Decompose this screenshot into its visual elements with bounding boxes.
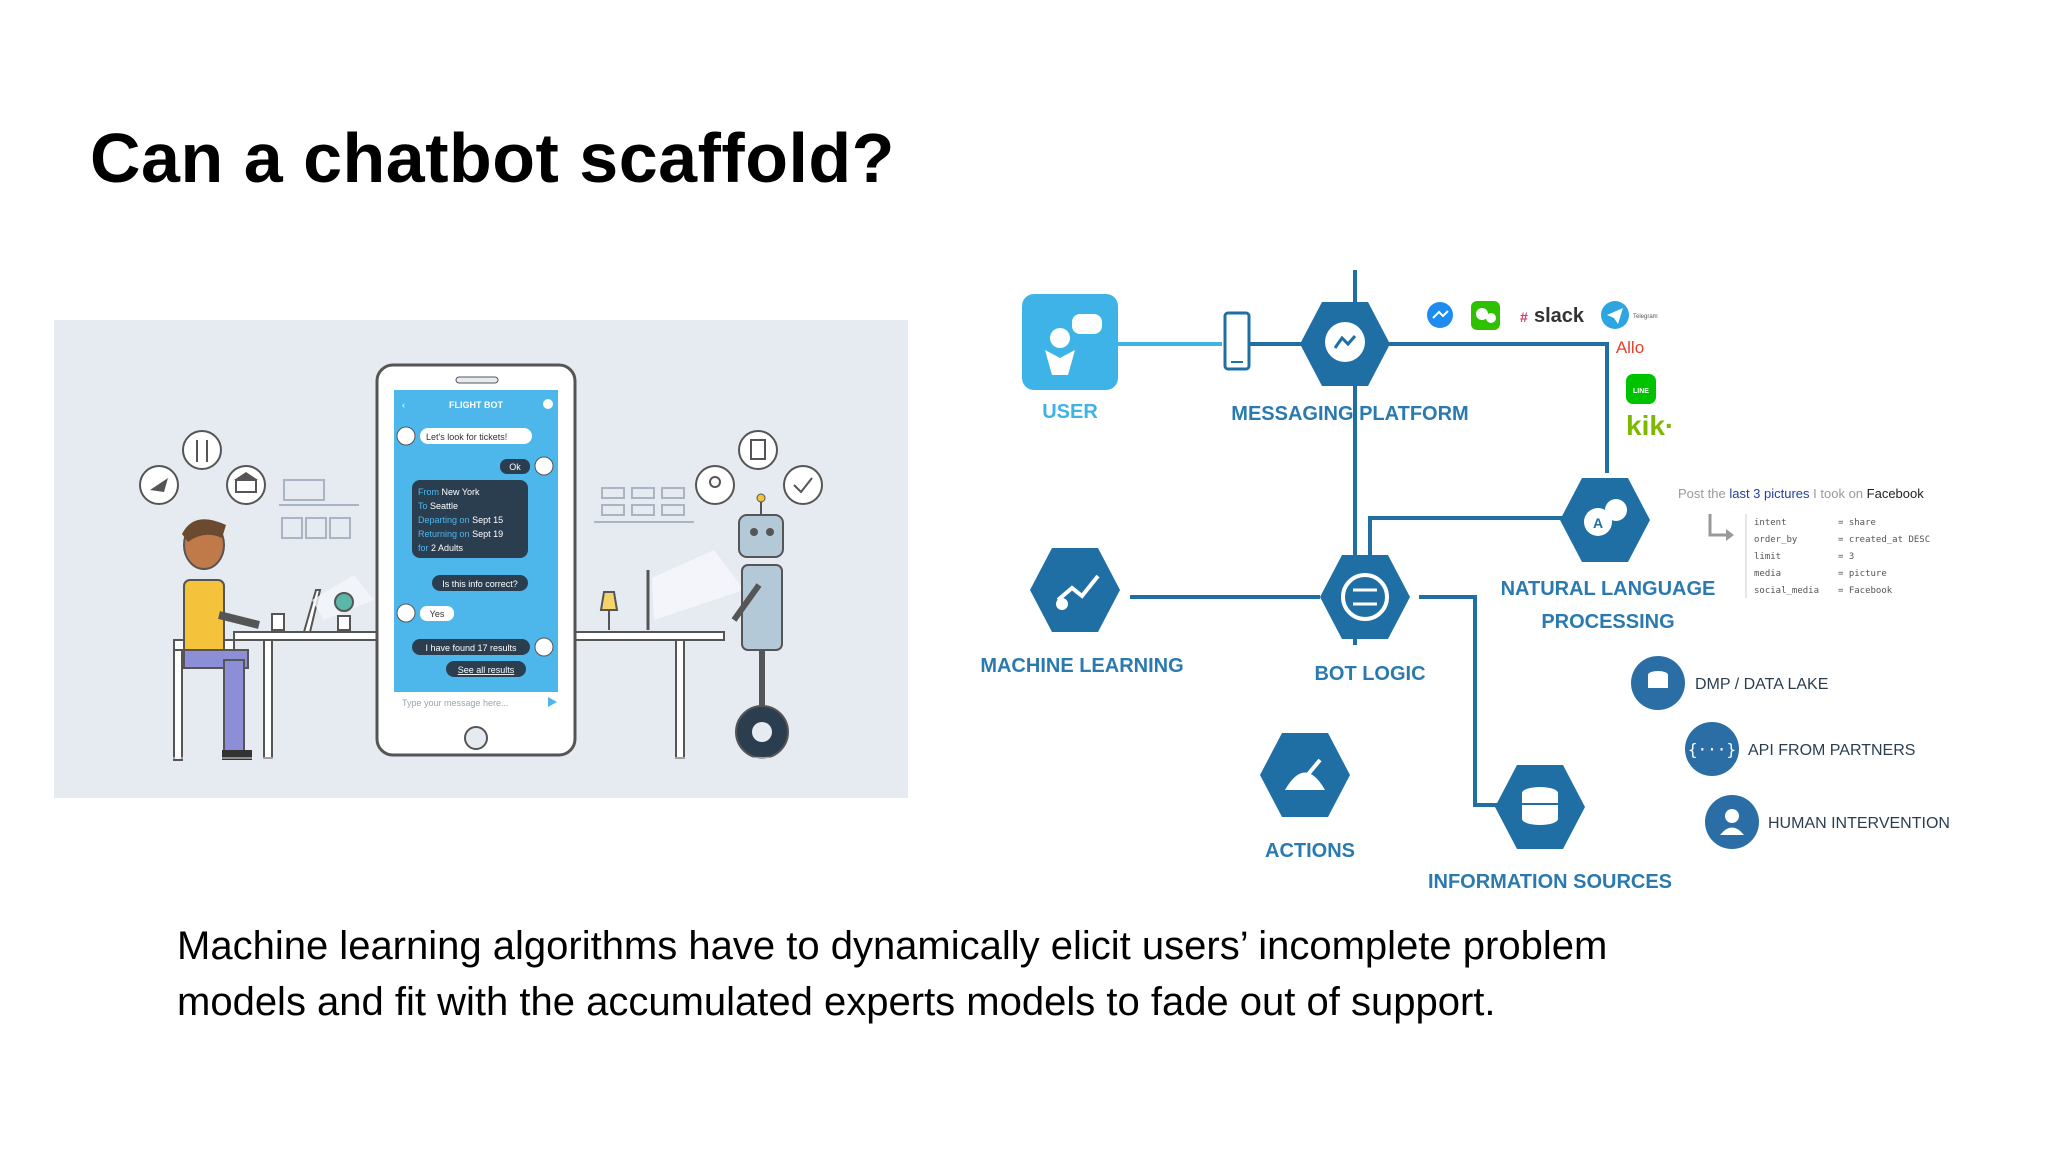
svg-text:Post the last 3 pictur: Post the last 3 pictures I took on Faceb… (1678, 486, 1924, 501)
chatbot-illustration: FLIGHT BOT ‹ Let's look for tickets! Ok … (54, 320, 908, 798)
human-label: HUMAN INTERVENTION (1768, 815, 1950, 832)
confirmation-question: Is this info correct? (442, 579, 518, 589)
slide-title: Can a chatbot scaffold? (90, 119, 895, 197)
nlp-example: Post the last 3 pictures I took on Faceb… (1678, 486, 1930, 598)
svg-text:From New York: From New York (418, 487, 480, 497)
svg-text:Returning on Sept 19: Returning on Sept 19 (418, 529, 503, 539)
nlp-label-line1: NATURAL LANGUAGE (1501, 578, 1716, 600)
nlp-key-3: media (1754, 569, 1781, 579)
svg-text:Departing on Sept 15: Departing on Sept 15 (418, 515, 503, 525)
nlp-value-2: = 3 (1838, 552, 1854, 562)
line-label: LINE (1633, 388, 1649, 395)
restaurant-bubble-icon (182, 430, 222, 470)
line-icon (1626, 374, 1656, 404)
see-all-results-link[interactable]: See all results (458, 665, 515, 675)
bot-logic-label: BOT LOGIC (1314, 663, 1425, 685)
user-node: USER (1022, 294, 1118, 423)
user-message-1: Ok (509, 462, 521, 472)
messaging-platform-label: MESSAGING PLATFORM (1231, 403, 1468, 425)
mobile-phone-icon (1223, 311, 1251, 371)
bot-logic-node: BOT LOGIC (1314, 555, 1426, 685)
message-input[interactable]: Type your message here... (402, 698, 509, 708)
lamp-icon (599, 591, 619, 630)
person-figure (173, 519, 260, 761)
nlp-node: A NATURAL LANGUAGE PROCESSING (1501, 478, 1716, 633)
nlp-key-0: intent (1754, 518, 1787, 528)
bot-message-1: Let's look for tickets! (426, 432, 507, 442)
left-desk (233, 631, 380, 759)
settings-gear-icon[interactable] (543, 399, 553, 409)
dmp-source: DMP / DATA LAKE (1631, 656, 1828, 710)
location-bubble-icon (695, 465, 735, 505)
allo-label: Allo (1616, 338, 1644, 357)
messaging-platform-node: MESSAGING PLATFORM (1231, 302, 1469, 425)
information-sources-label: INFORMATION SOURCES (1428, 871, 1672, 893)
see-all-results-button[interactable] (446, 661, 526, 677)
plant-icon (334, 592, 354, 631)
api-braces-icon: {···} (1688, 740, 1736, 759)
svg-text:for 2 Adults: for 2 Adults (418, 543, 464, 553)
machine-learning-node: MACHINE LEARNING (980, 548, 1184, 677)
approve-bubble-icon (783, 465, 823, 505)
api-label: API FROM PARTNERS (1748, 742, 1915, 759)
back-icon[interactable]: ‹ (402, 400, 405, 410)
shelf-decor-left (279, 479, 359, 539)
phone-mockup: FLIGHT BOT ‹ Let's look for tickets! Ok … (375, 363, 577, 757)
nlp-value-3: = picture (1838, 569, 1887, 579)
result-message: I have found 17 results (425, 643, 517, 653)
svg-text:To Seattle: To Seattle (418, 501, 458, 511)
actions-node: ACTIONS (1260, 733, 1355, 862)
actions-label: ACTIONS (1265, 840, 1355, 862)
nlp-key-4: social_media (1754, 586, 1819, 596)
slack-label: slack (1534, 305, 1585, 327)
telegram-label: Telegram (1633, 314, 1658, 320)
robot-figure (731, 493, 789, 759)
nlp-key-1: order_by (1754, 535, 1798, 545)
plane-bubble-icon (139, 465, 179, 505)
caption-line-2: models and fit with the accumulated expe… (177, 980, 1496, 1024)
checklist-bubble-icon (738, 430, 778, 470)
dmp-label: DMP / DATA LAKE (1695, 676, 1828, 693)
human-source: HUMAN INTERVENTION (1705, 795, 1950, 849)
org-chart-decor (594, 487, 694, 523)
kik-label: kik· (1626, 410, 1674, 441)
api-source: {···} API FROM PARTNERS (1685, 722, 1915, 776)
right-desk (573, 631, 725, 759)
nlp-label-line2: PROCESSING (1541, 611, 1674, 633)
messenger-icon (1427, 302, 1453, 328)
caption: Machine learning algorithms have to dyna… (177, 918, 1607, 1030)
coffee-cup-icon (271, 613, 285, 631)
nlp-key-2: limit (1754, 552, 1781, 562)
museum-bubble-icon (226, 465, 266, 505)
machine-learning-label: MACHINE LEARNING (980, 655, 1183, 677)
nlp-value-1: = created_at DESC (1838, 535, 1930, 545)
chatbot-architecture-diagram: USER MESSAGING PLATFORM # slack Telegram (950, 270, 2010, 905)
user-message-2: Yes (430, 609, 445, 619)
translate-a-icon: A (1593, 515, 1603, 531)
user-label: USER (1042, 401, 1098, 423)
information-sources-node: INFORMATION SOURCES (1428, 765, 1672, 893)
platform-icons: # slack Telegram Allo LINE kik· (1427, 301, 1674, 441)
send-icon[interactable] (548, 697, 557, 707)
nlp-value-4: = Facebook (1838, 586, 1893, 596)
monitor-icon (646, 550, 744, 630)
caption-line-1: Machine learning algorithms have to dyna… (177, 924, 1608, 968)
phone-header: FLIGHT BOT (449, 400, 503, 410)
nlp-value-0: = share (1838, 518, 1876, 528)
slack-hash-icon: # (1520, 309, 1528, 325)
